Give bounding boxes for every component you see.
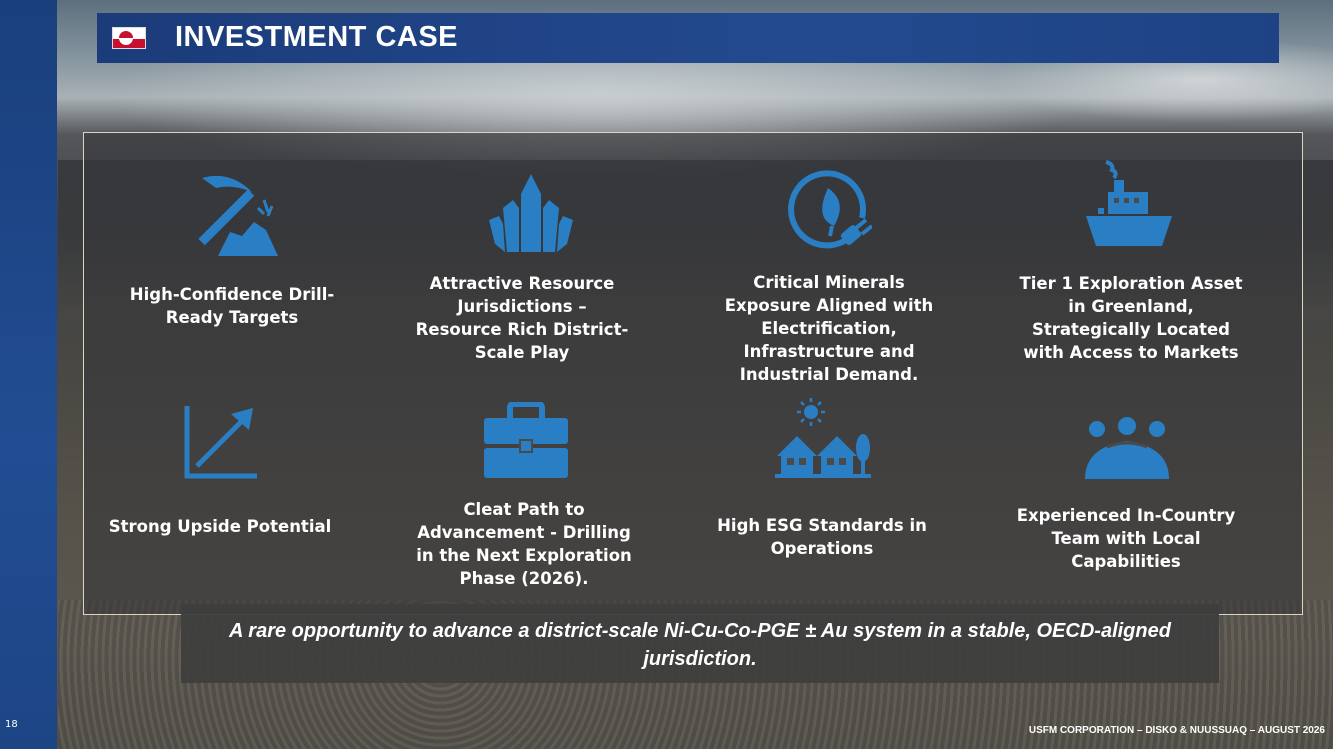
item-label-drill-targets: High-Confidence Drill- Ready Targets (129, 285, 335, 327)
summary-text: A rare opportunity to advance a district… (229, 620, 1171, 670)
crystal-icon (487, 174, 575, 254)
item-label-jurisdictions: Attractive Resource Jurisdictions – Reso… (415, 274, 629, 362)
team-icon (1083, 417, 1171, 481)
pickaxe-icon (180, 170, 280, 258)
item-label-critical-minerals: Critical Minerals Exposure Aligned with … (724, 273, 934, 384)
leaf-plug-icon (786, 168, 872, 254)
briefcase-icon (482, 402, 570, 480)
footer-text: USFM CORPORATION – DISKO & NUUSSUAQ – AU… (1028, 725, 1325, 736)
item-label-tier1-asset: Tier 1 Exploration Asset in Greenland, S… (1019, 274, 1243, 362)
item-label-upside: Strong Upside Potential (108, 517, 332, 536)
ship-icon (1084, 160, 1174, 248)
greenland-flag-icon (112, 27, 146, 49)
item-label-team: Experienced In-Country Team with Local C… (1016, 506, 1236, 571)
page-number: 18 (5, 719, 18, 730)
growth-chart-icon (183, 404, 259, 480)
summary-banner: A rare opportunity to advance a district… (181, 604, 1219, 683)
left-sidebar: 18 (0, 0, 57, 749)
slide-title: INVESTMENT CASE (175, 21, 459, 53)
item-label-advancement: Cleat Path to Advancement - Drilling in … (416, 500, 632, 588)
item-label-esg: High ESG Standards in Operations (717, 516, 927, 558)
houses-sun-icon (775, 396, 873, 480)
title-bar: INVESTMENT CASE (97, 13, 1279, 63)
